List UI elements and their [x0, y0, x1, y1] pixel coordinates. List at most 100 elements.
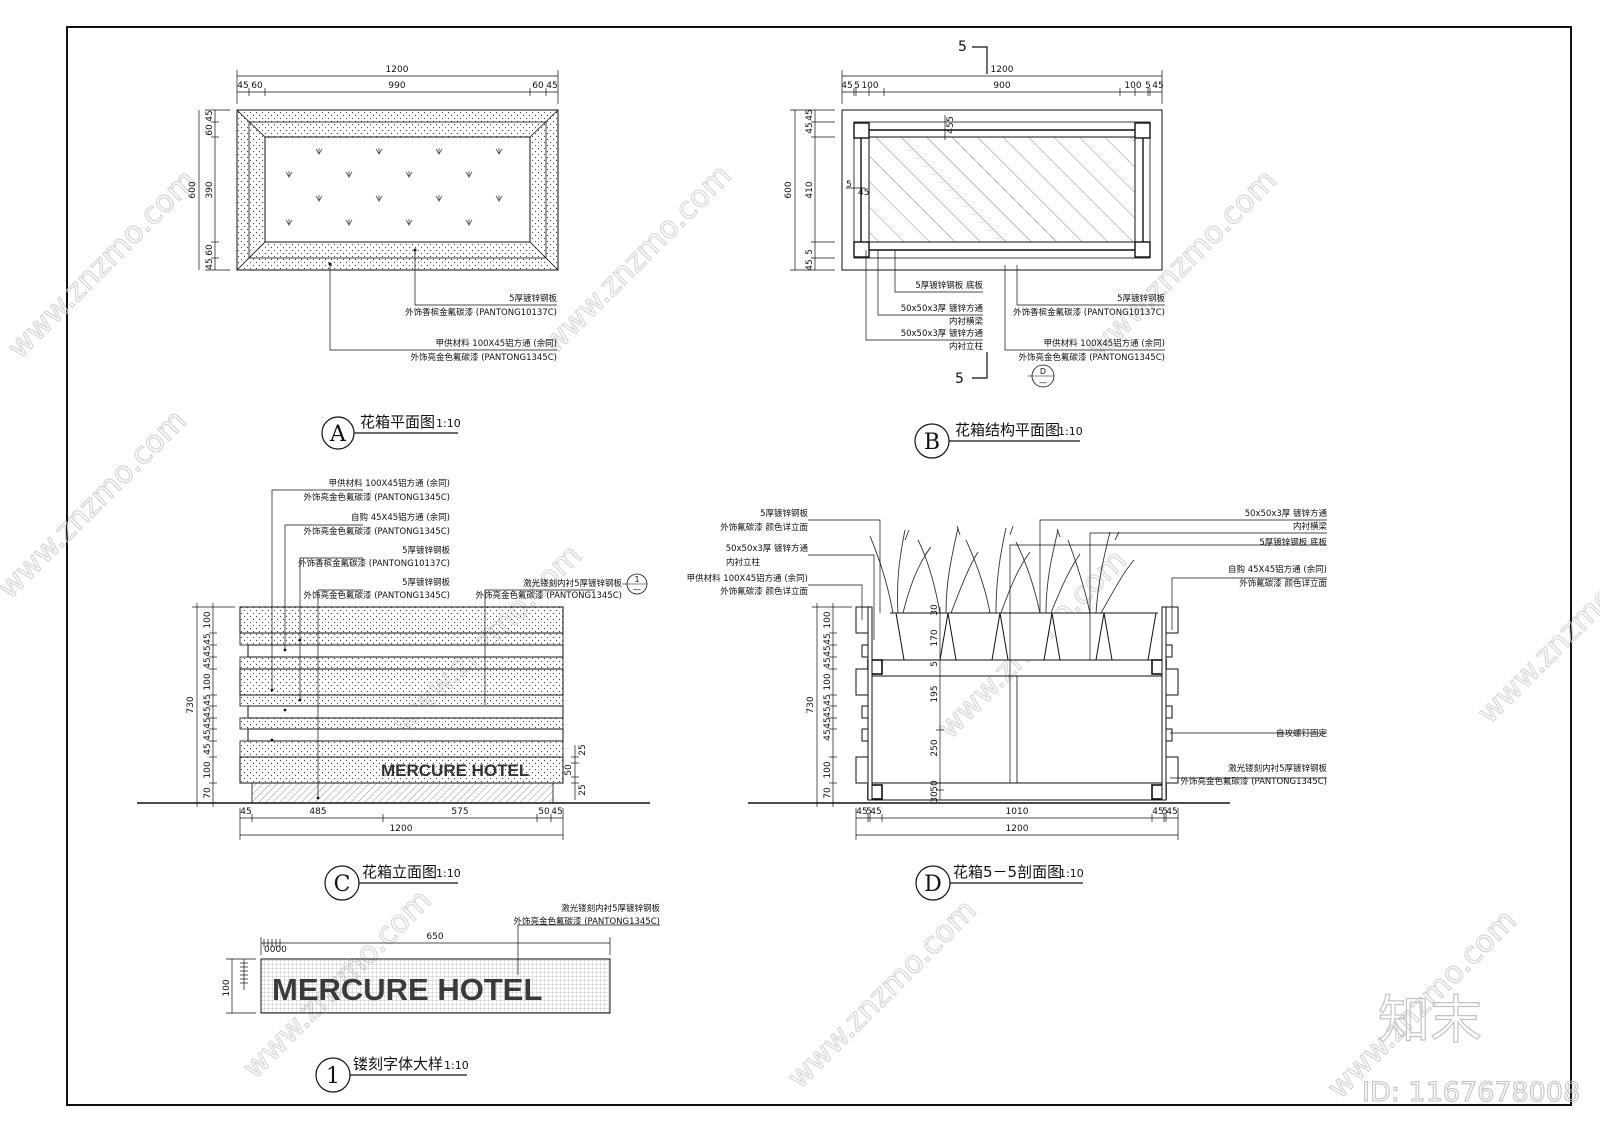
annotation: 激光镂刻内衬5厚镀锌钢板 — [523, 578, 622, 589]
dim-label: 100 — [823, 761, 833, 778]
view-bubble-label: A — [329, 422, 347, 447]
plant-icon — [869, 525, 1135, 614]
dim-label: 5 — [854, 81, 860, 91]
annotation: 外饰亮金色氟碳漆 (PANTONG1345C) — [304, 492, 451, 503]
watermark-text: www.znzmo.com — [1471, 528, 1600, 731]
view-title: 花箱5－5剖面图 — [953, 863, 1062, 881]
dim-label: 410 — [805, 181, 815, 198]
dim-label: 45 — [823, 645, 833, 656]
dim-label: 100 — [203, 673, 213, 690]
dim-label: 100 — [203, 761, 213, 778]
dim-label: 50 — [538, 807, 550, 817]
annotation: 外饰氟碳漆 颜色详立面 — [720, 586, 808, 597]
annotation: 50x50x3厚 镀锌方通 — [726, 543, 809, 554]
annotation: 甲供材料 100X45铝方通 (余同) — [1044, 338, 1165, 349]
dim-label: 5 — [930, 661, 940, 667]
dim-label: 45 — [203, 633, 213, 644]
dim-label: 45 — [823, 694, 833, 705]
dim-label: 730 — [186, 696, 196, 713]
dim-label: 60 — [205, 124, 215, 136]
dim-label: 45 — [237, 81, 248, 91]
dim-label: 600 — [784, 181, 794, 198]
annotation: 内衬立柱 — [949, 341, 984, 352]
dim-label: 1200 — [991, 65, 1014, 75]
reference-bubble: — — [1039, 378, 1047, 387]
dim-label: 70 — [203, 787, 213, 799]
dim-label: 45 — [203, 706, 213, 717]
annotation: 5厚镀锌钢板 — [402, 577, 450, 588]
annotation: 外饰亮金色氟碳漆 (PANTONG1345C) — [411, 352, 558, 363]
annotation: 内衬横梁 — [949, 316, 984, 327]
dim-label: 45 — [946, 122, 956, 133]
watermark-id: ID: 1167678008 — [1362, 1077, 1580, 1108]
dim-label: 70 — [823, 787, 833, 799]
dim-label: 45 — [841, 81, 852, 91]
annotation: 自攻螺钉固定 — [1276, 728, 1328, 739]
dim-label: 30 — [930, 791, 940, 803]
dim-label: 250 — [930, 739, 940, 756]
view-scale: 1:10 — [436, 417, 461, 430]
dim-label: 5 — [846, 180, 852, 190]
annotation: 甲供材料 100X45铝方通 (余同) — [687, 573, 808, 584]
annotation: 甲供材料 100X45铝方通 (余同) — [436, 338, 557, 349]
view-title: 镂刻字体大样 — [353, 1055, 443, 1073]
annotation: 5厚镀锌钢板 底板 — [1259, 537, 1327, 548]
annotation: 内衬横梁 — [1293, 521, 1328, 532]
dim-label: 45 — [205, 258, 215, 269]
dim-label: 45 — [1166, 807, 1177, 817]
dim-label: 25 — [578, 784, 588, 795]
view-bubble-label: C — [334, 872, 351, 897]
dim-label: 100 — [861, 81, 878, 91]
view-b-structure-plan: 5 5 D — 1200 45 5 100 900 100 5 45 600 4… — [784, 39, 1166, 459]
dim-label: 900 — [993, 81, 1010, 91]
dim-label: 170 — [930, 629, 940, 646]
dim-label: 390 — [205, 181, 215, 198]
watermark-text: www.znzmo.com — [536, 158, 739, 361]
dim-label: 5 — [946, 116, 956, 122]
dim-label: 1010 — [1006, 807, 1029, 817]
watermark-logo: 知末 — [1378, 991, 1482, 1051]
dim-label: 195 — [930, 685, 940, 702]
annotation: 50x50x3厚 镀锌方通 — [901, 328, 984, 339]
dim-label: 45 — [823, 657, 833, 668]
annotation: 外饰氟碳漆 颜色详立面 — [1239, 578, 1327, 589]
dim-label: 5 — [805, 249, 815, 255]
annotation: 外饰香槟金氟碳漆 (PANTONG10137C) — [298, 558, 450, 569]
dim-label: 650 — [426, 932, 443, 942]
dim-label: 50 — [564, 764, 574, 776]
annotation: 外饰亮金色氟碳漆 (PANTONG1345C) — [476, 590, 623, 601]
dim-label: 45 — [823, 706, 833, 717]
annotation: 5厚镀锌钢板 — [509, 293, 557, 304]
view-c-elevation: MERCURE HOTEL 甲供材料 100X45铝方通 (余同) 外饰亮金色氟… — [137, 478, 650, 901]
view-bubble-label: B — [924, 430, 940, 455]
dim-label: 5 — [866, 807, 872, 817]
dim-label: 45 — [203, 717, 213, 728]
view-title: 花箱平面图 — [360, 413, 435, 431]
dim-label: 1200 — [1006, 824, 1029, 834]
dim-label: 45 — [551, 807, 562, 817]
dim-label: 50 — [930, 780, 940, 792]
annotation: 外饰亮金色氟碳漆 (PANTONG1345C) — [304, 526, 451, 537]
dim-label: 45 — [823, 717, 833, 728]
view-scale: 1:10 — [436, 867, 461, 880]
annotation: 50x50x3厚 镀锌方通 — [1245, 508, 1328, 519]
dim-label: 1200 — [390, 824, 413, 834]
annotation: 内衬立柱 — [726, 557, 761, 568]
dim-label: 100 — [222, 979, 232, 996]
engraved-sign: MERCURE HOTEL — [272, 972, 542, 1007]
dim-label: 1200 — [386, 65, 409, 75]
dim-label: 60 — [532, 81, 544, 91]
dim-label: 45 — [856, 807, 867, 817]
engraved-sign: MERCURE HOTEL — [381, 761, 529, 780]
annotation: 外饰亮金色氟碳漆 (PANTONG1345C) — [1019, 352, 1166, 363]
section-mark: 5 — [958, 39, 967, 55]
reference-bubble: 1 — [634, 575, 639, 584]
annotation: 外饰亮金色氟碳漆 (PANTONG1345C) — [304, 590, 451, 601]
annotation: 5厚镀锌钢板 底板 — [915, 280, 983, 291]
view-a-plan: 1200 45 60 990 60 45 600 45 60 390 60 45… — [188, 65, 559, 450]
annotation: 自购 45X45铝方通 (余同) — [1228, 564, 1327, 575]
annotation: 5厚镀锌钢板 — [760, 508, 808, 519]
dim-label: 730 — [806, 696, 816, 713]
dim-label: 100 — [823, 673, 833, 690]
dim-label: 45 — [1152, 807, 1163, 817]
